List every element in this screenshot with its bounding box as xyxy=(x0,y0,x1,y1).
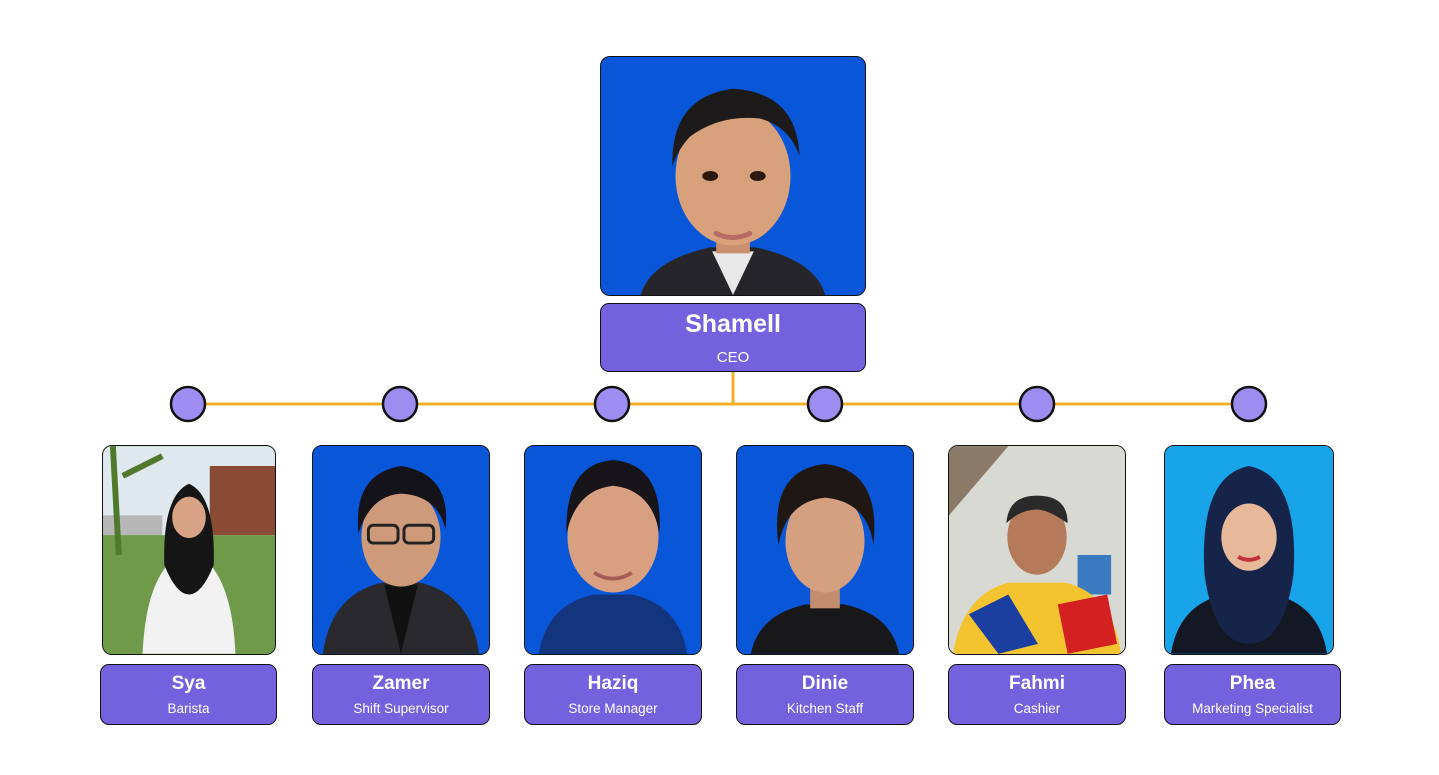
portrait-photo xyxy=(313,446,489,654)
node-dot xyxy=(806,385,844,423)
team-member-photo xyxy=(736,445,914,655)
portrait-photo xyxy=(525,446,701,654)
team-member-photo xyxy=(312,445,490,655)
team-member-label-box: Sya Barista xyxy=(100,664,277,725)
node-dot xyxy=(381,385,419,423)
node-dot xyxy=(1230,385,1268,423)
team-member-label-box: Haziq Store Manager xyxy=(524,664,702,725)
team-member-role: Marketing Specialist xyxy=(1192,701,1313,716)
ceo-label-box: Shamell CEO xyxy=(600,303,866,372)
team-member-role: Kitchen Staff xyxy=(786,701,864,716)
ceo-role: CEO xyxy=(716,349,750,366)
portrait-photo xyxy=(949,446,1125,654)
team-member-label-box: Phea Marketing Specialist xyxy=(1164,664,1341,725)
portrait-photo xyxy=(103,446,275,654)
team-member-label-box: Dinie Kitchen Staff xyxy=(736,664,914,725)
team-member-name: Zamer xyxy=(372,673,430,694)
team-member-label-box: Fahmi Cashier xyxy=(948,664,1126,725)
team-member-photo xyxy=(524,445,702,655)
team-member-photo xyxy=(102,445,276,655)
team-member-role: Cashier xyxy=(1013,701,1061,716)
team-member-name: Fahmi xyxy=(1009,673,1065,694)
ceo-name: Shamell xyxy=(685,310,781,338)
team-member-name: Phea xyxy=(1229,673,1276,694)
portrait-photo xyxy=(1165,446,1333,654)
node-dot xyxy=(1018,385,1056,423)
team-member-name: Dinie xyxy=(801,673,849,694)
node-dot xyxy=(169,385,207,423)
team-member-photo xyxy=(948,445,1126,655)
team-member-photo xyxy=(1164,445,1334,655)
portrait-photo xyxy=(737,446,913,654)
team-member-name: Haziq xyxy=(587,673,639,694)
ceo-photo xyxy=(600,56,866,296)
portrait-photo xyxy=(601,57,865,295)
team-member-role: Store Manager xyxy=(568,701,658,716)
node-dot xyxy=(593,385,631,423)
team-member-label-box: Zamer Shift Supervisor xyxy=(312,664,490,725)
team-member-role: Barista xyxy=(167,701,210,716)
team-member-name: Sya xyxy=(171,673,206,694)
team-member-role: Shift Supervisor xyxy=(353,701,449,716)
